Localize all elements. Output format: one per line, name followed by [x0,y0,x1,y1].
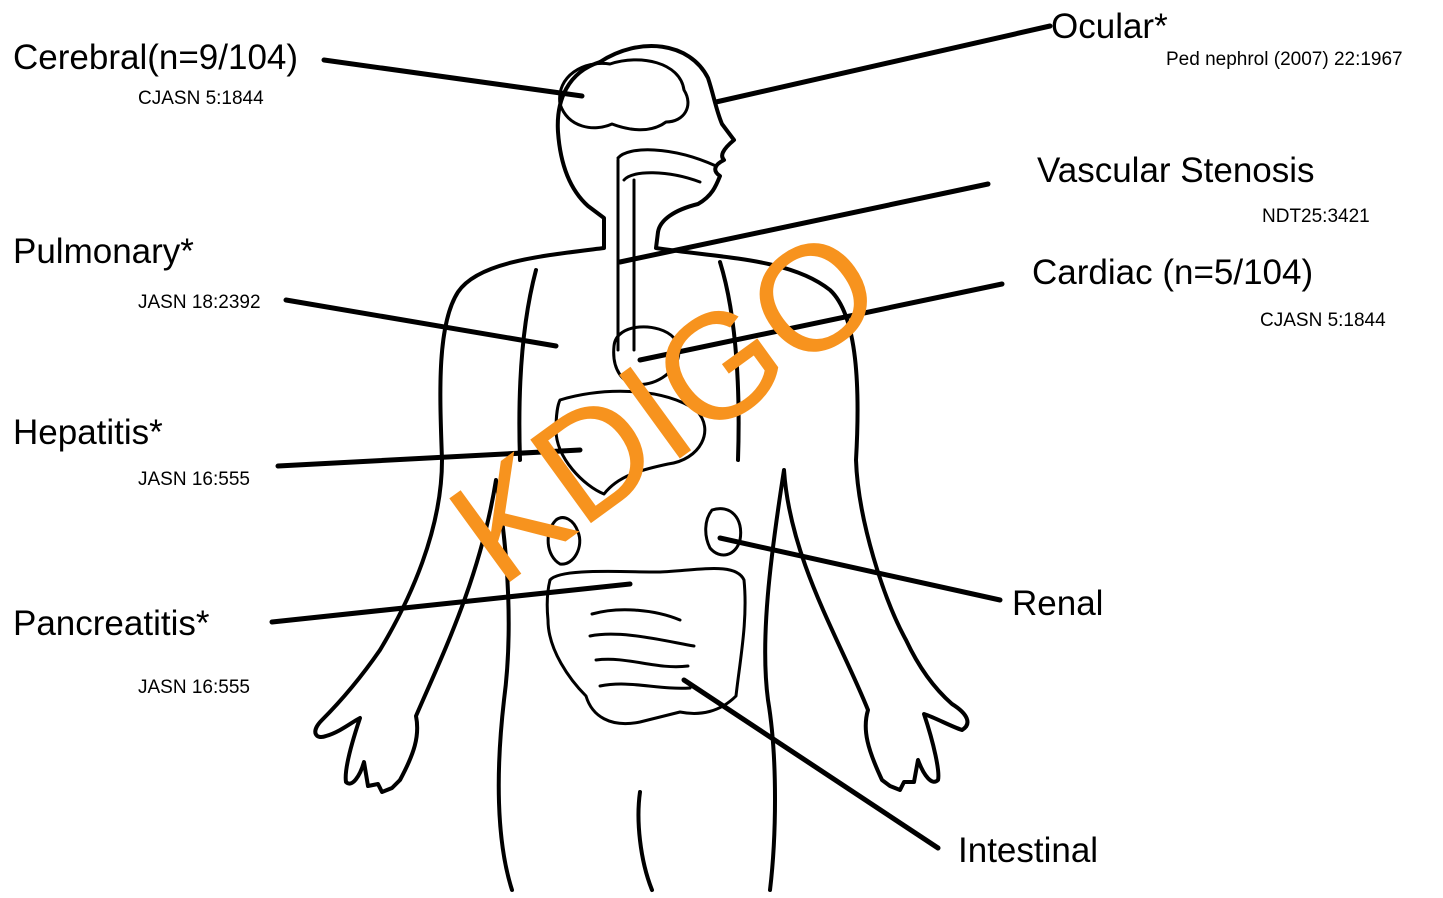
label-renal: Renal [1012,586,1103,621]
kidney-right-sketch [706,509,741,555]
label-hepatitis: Hepatitis* [13,415,163,450]
reference-cardiac: CJASN 5:1844 [1260,311,1386,330]
label-cerebral: Cerebral(n=9/104) [13,40,298,75]
leader-line-renal [720,538,1000,600]
leader-line-intestinal [684,680,938,848]
label-pancreatitis: Pancreatitis* [13,606,209,641]
leader-line-pulmonary [286,300,556,346]
leader-line-ocular [716,26,1050,102]
reference-ocular: Ped nephrol (2007) 22:1967 [1166,50,1403,69]
small-intestine-sketch [590,610,694,689]
reference-pulmonary: JASN 18:2392 [138,293,261,312]
leader-line-cerebral [324,60,582,96]
reference-hepatitis: JASN 16:555 [138,470,250,489]
label-ocular: Ocular* [1051,9,1168,44]
label-cardiac: Cardiac (n=5/104) [1032,255,1313,290]
reference-vascular-stenosis: NDT25:3421 [1262,207,1370,226]
label-pulmonary: Pulmonary* [13,234,194,269]
leader-line-pancreatitis [272,584,630,622]
reference-cerebral: CJASN 5:1844 [138,89,264,108]
reference-pancreatitis: JASN 16:555 [138,678,250,697]
label-intestinal: Intestinal [958,833,1098,868]
label-vascular-stenosis: Vascular Stenosis [1037,153,1315,188]
